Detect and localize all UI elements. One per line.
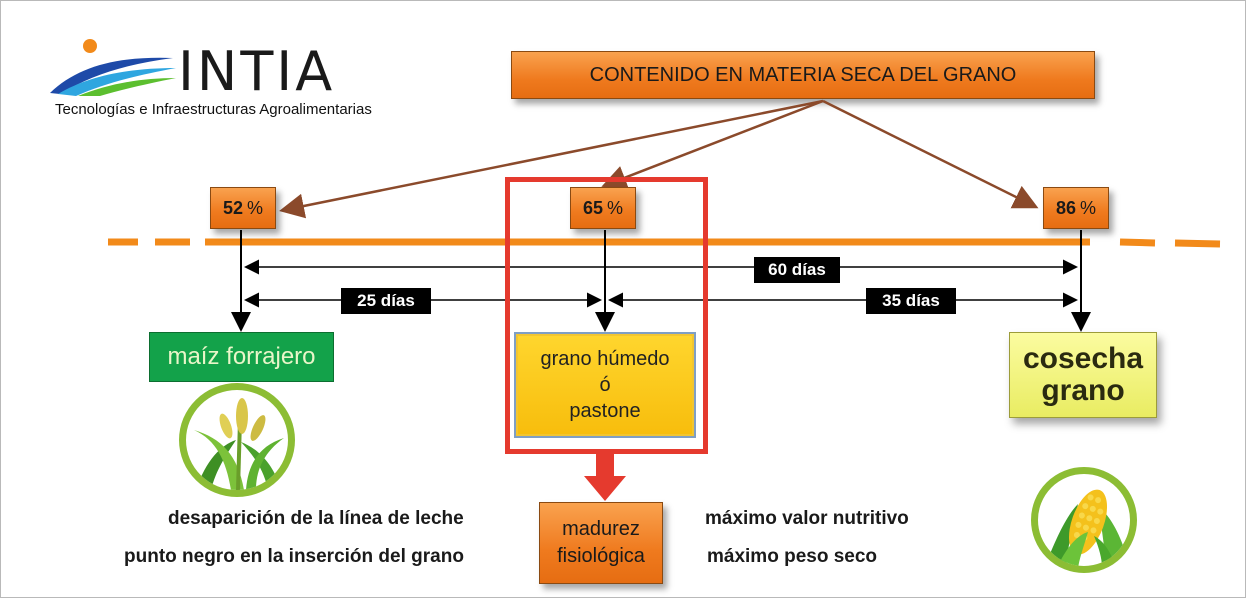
harvest-line-2: grano bbox=[1041, 374, 1125, 407]
wet-grain-line-3: pastone bbox=[569, 400, 641, 422]
percent-value-86: 86 bbox=[1055, 197, 1076, 218]
maturity-line-2: fisiológica bbox=[557, 545, 645, 567]
percent-value-52: 52 bbox=[222, 197, 243, 218]
logo-subtitle: Tecnologías e Infraestructuras Agroalime… bbox=[55, 101, 372, 118]
timeline-dash-right-1 bbox=[1119, 238, 1156, 247]
corn-plant-icon bbox=[179, 383, 295, 497]
note-left-1: desaparición de la línea de leche bbox=[168, 508, 464, 529]
maturity-line-1: madurez bbox=[562, 518, 640, 540]
down-arrow-icon bbox=[584, 454, 626, 501]
note-left-2: punto negro en la inserción del grano bbox=[124, 546, 464, 567]
percent-unit-52: % bbox=[247, 197, 264, 218]
wet-grain-line-1: grano húmedo bbox=[540, 348, 670, 370]
arrow-to-86 bbox=[822, 99, 1039, 209]
diagram-title-box: CONTENIDO EN MATERIA SECA DEL GRANO bbox=[511, 51, 1095, 99]
arrow-to-52 bbox=[279, 99, 824, 219]
note-right-2: máximo peso seco bbox=[707, 546, 878, 567]
corn-cob-icon bbox=[1031, 467, 1137, 573]
arrow-to-65 bbox=[601, 99, 824, 190]
percent-box-65: 65% bbox=[570, 187, 636, 229]
intia-logo-text: INTIA bbox=[178, 40, 336, 103]
forage-maize-box: maíz forrajero bbox=[149, 332, 334, 382]
interval-25-label: 25 días bbox=[341, 288, 431, 314]
timeline-dash-right-2 bbox=[1174, 239, 1221, 248]
harvest-line-1: cosecha bbox=[1022, 342, 1144, 375]
highlight-frame bbox=[505, 177, 708, 454]
harvest-grain-box: cosecha grano bbox=[1009, 332, 1157, 418]
physiological-maturity-box: madurez fisiológica bbox=[539, 502, 663, 584]
percent-box-52: 52% bbox=[210, 187, 276, 229]
percent-unit-86: % bbox=[1080, 197, 1097, 218]
wet-grain-line-2: ó bbox=[599, 374, 611, 396]
percent-box-86: 86% bbox=[1043, 187, 1109, 229]
percent-unit-65: % bbox=[607, 197, 624, 218]
intia-logo-swoosh-icon bbox=[50, 39, 176, 96]
percent-value-65: 65 bbox=[582, 197, 603, 218]
interval-60-label: 60 días bbox=[754, 257, 840, 283]
diagram-title: CONTENIDO EN MATERIA SECA DEL GRANO bbox=[589, 63, 1017, 86]
interval-35-label: 35 días bbox=[866, 288, 956, 314]
note-right-1: máximo valor nutritivo bbox=[705, 508, 909, 529]
wet-grain-box: grano húmedo ó pastone bbox=[514, 332, 696, 438]
